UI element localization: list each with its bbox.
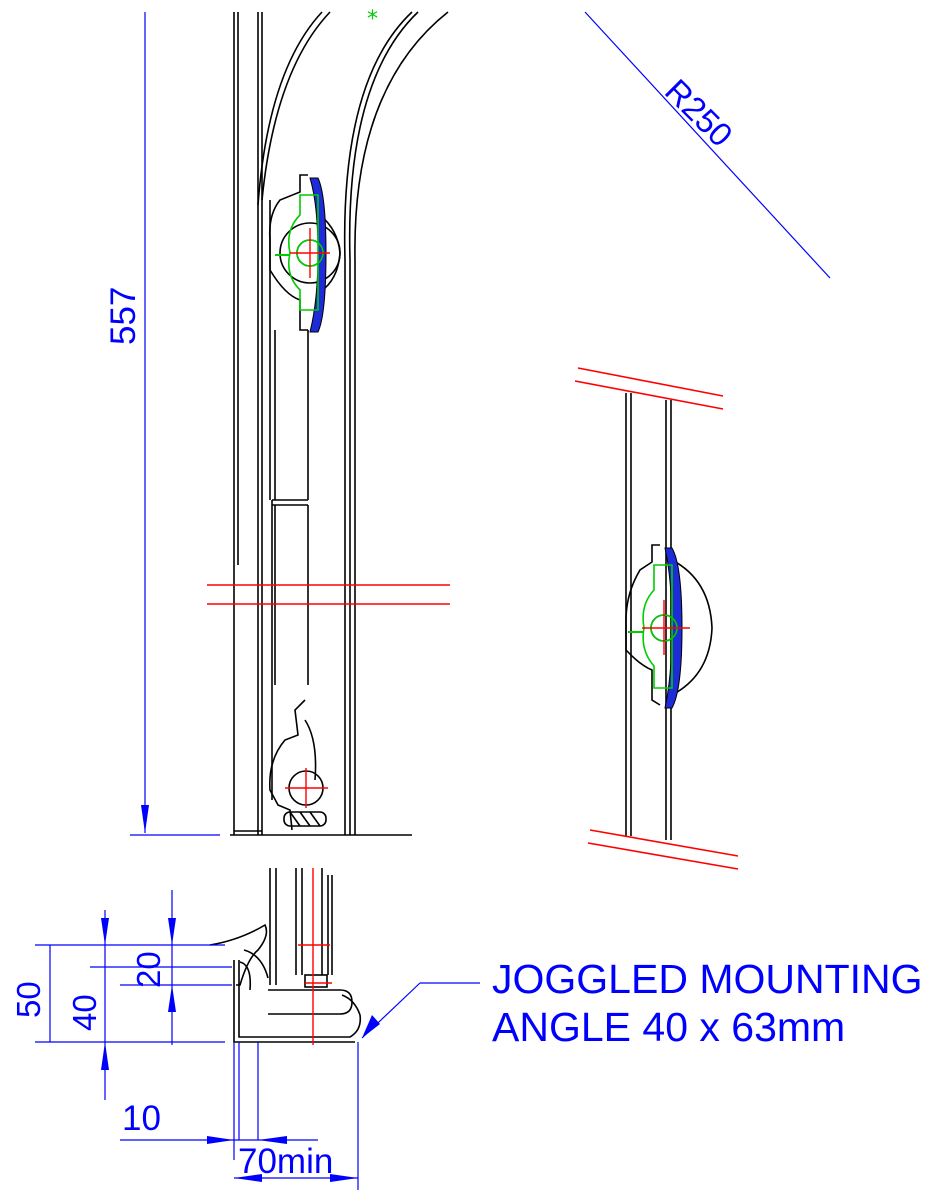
dimension-70min [234, 1042, 359, 1190]
break-lines-main [207, 584, 450, 605]
dimension-r250-line [584, 11, 831, 279]
dimension-557 [130, 12, 220, 836]
door-section-main [230, 11, 449, 836]
dimension-20-label: 20 [130, 951, 167, 988]
dimension-10-label: 10 [122, 1099, 161, 1138]
callout-leader [361, 982, 480, 1039]
dimension-557-label: 557 [104, 287, 143, 345]
dimension-50-label: 50 [10, 981, 47, 1018]
detail-roller [628, 547, 690, 709]
dimension-r250-label: R250 [658, 72, 740, 154]
dimension-10 [120, 1042, 318, 1160]
callout-line-2: ANGLE 40 x 63mm [492, 1004, 846, 1050]
dimension-70min-label: 70min [238, 1142, 333, 1181]
bottom-detail-red [298, 868, 332, 1045]
callout-line-1: JOGGLED MOUNTING [492, 956, 923, 1002]
mounting-angle-callout: JOGGLED MOUNTING ANGLE 40 x 63mm [492, 955, 923, 1051]
bottom-roller-center [285, 768, 328, 808]
bottom-detail [209, 868, 362, 1043]
dimension-50-40-20 [35, 890, 232, 1100]
green-star-marker: * [367, 7, 378, 32]
top-hinge-roller [275, 177, 330, 333]
break-lines-detail [574, 367, 739, 870]
dimension-40-label: 40 [66, 994, 103, 1031]
detail-view-right [625, 393, 713, 840]
